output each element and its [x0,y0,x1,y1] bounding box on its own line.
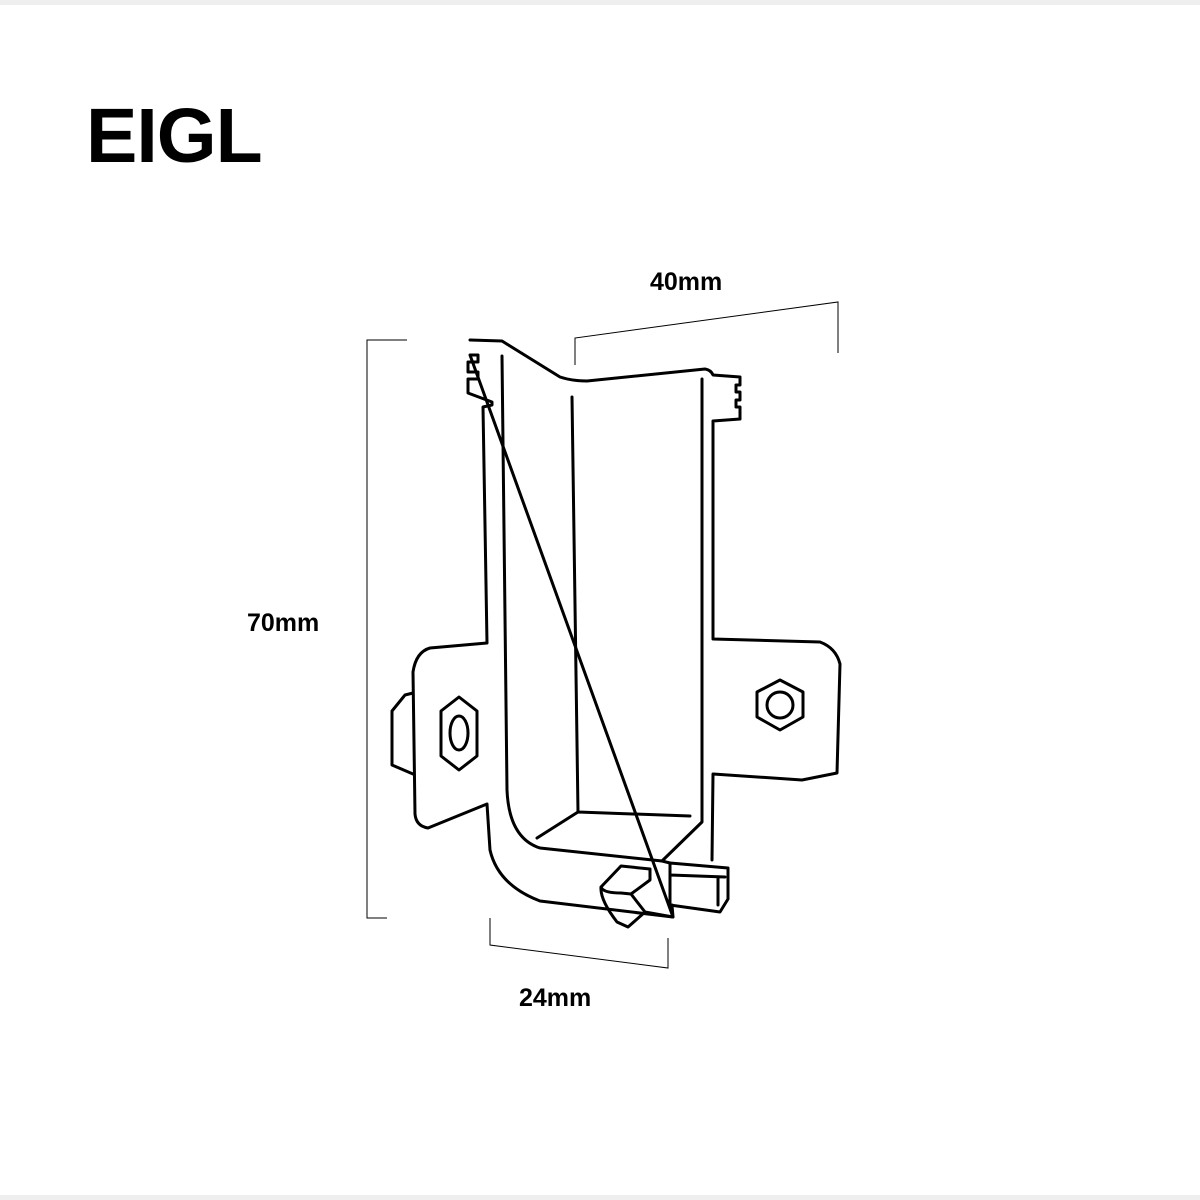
right-bolt-hole [765,690,795,720]
bottom-width-dimension-line [489,918,669,969]
inner-channel [500,354,704,863]
bottom-width-label: 24mm [519,984,592,1012]
left-side-tab [390,691,415,776]
bracket-outline [390,338,842,929]
left-nut-icon [439,695,479,772]
left-bolt-hole [448,714,470,752]
right-nut-icon [755,678,805,732]
top-border [0,0,1200,5]
left-clip [599,864,652,929]
bottom-border [0,1195,1200,1200]
top-width-dimension-line [574,301,839,365]
right-clip [668,861,730,914]
height-label: 70mm [247,609,320,637]
height-dimension-line [366,339,407,919]
back-wall [535,395,692,840]
top-width-label: 40mm [650,268,723,296]
product-title: EIGL [86,93,263,179]
dimension-lines [366,301,839,969]
